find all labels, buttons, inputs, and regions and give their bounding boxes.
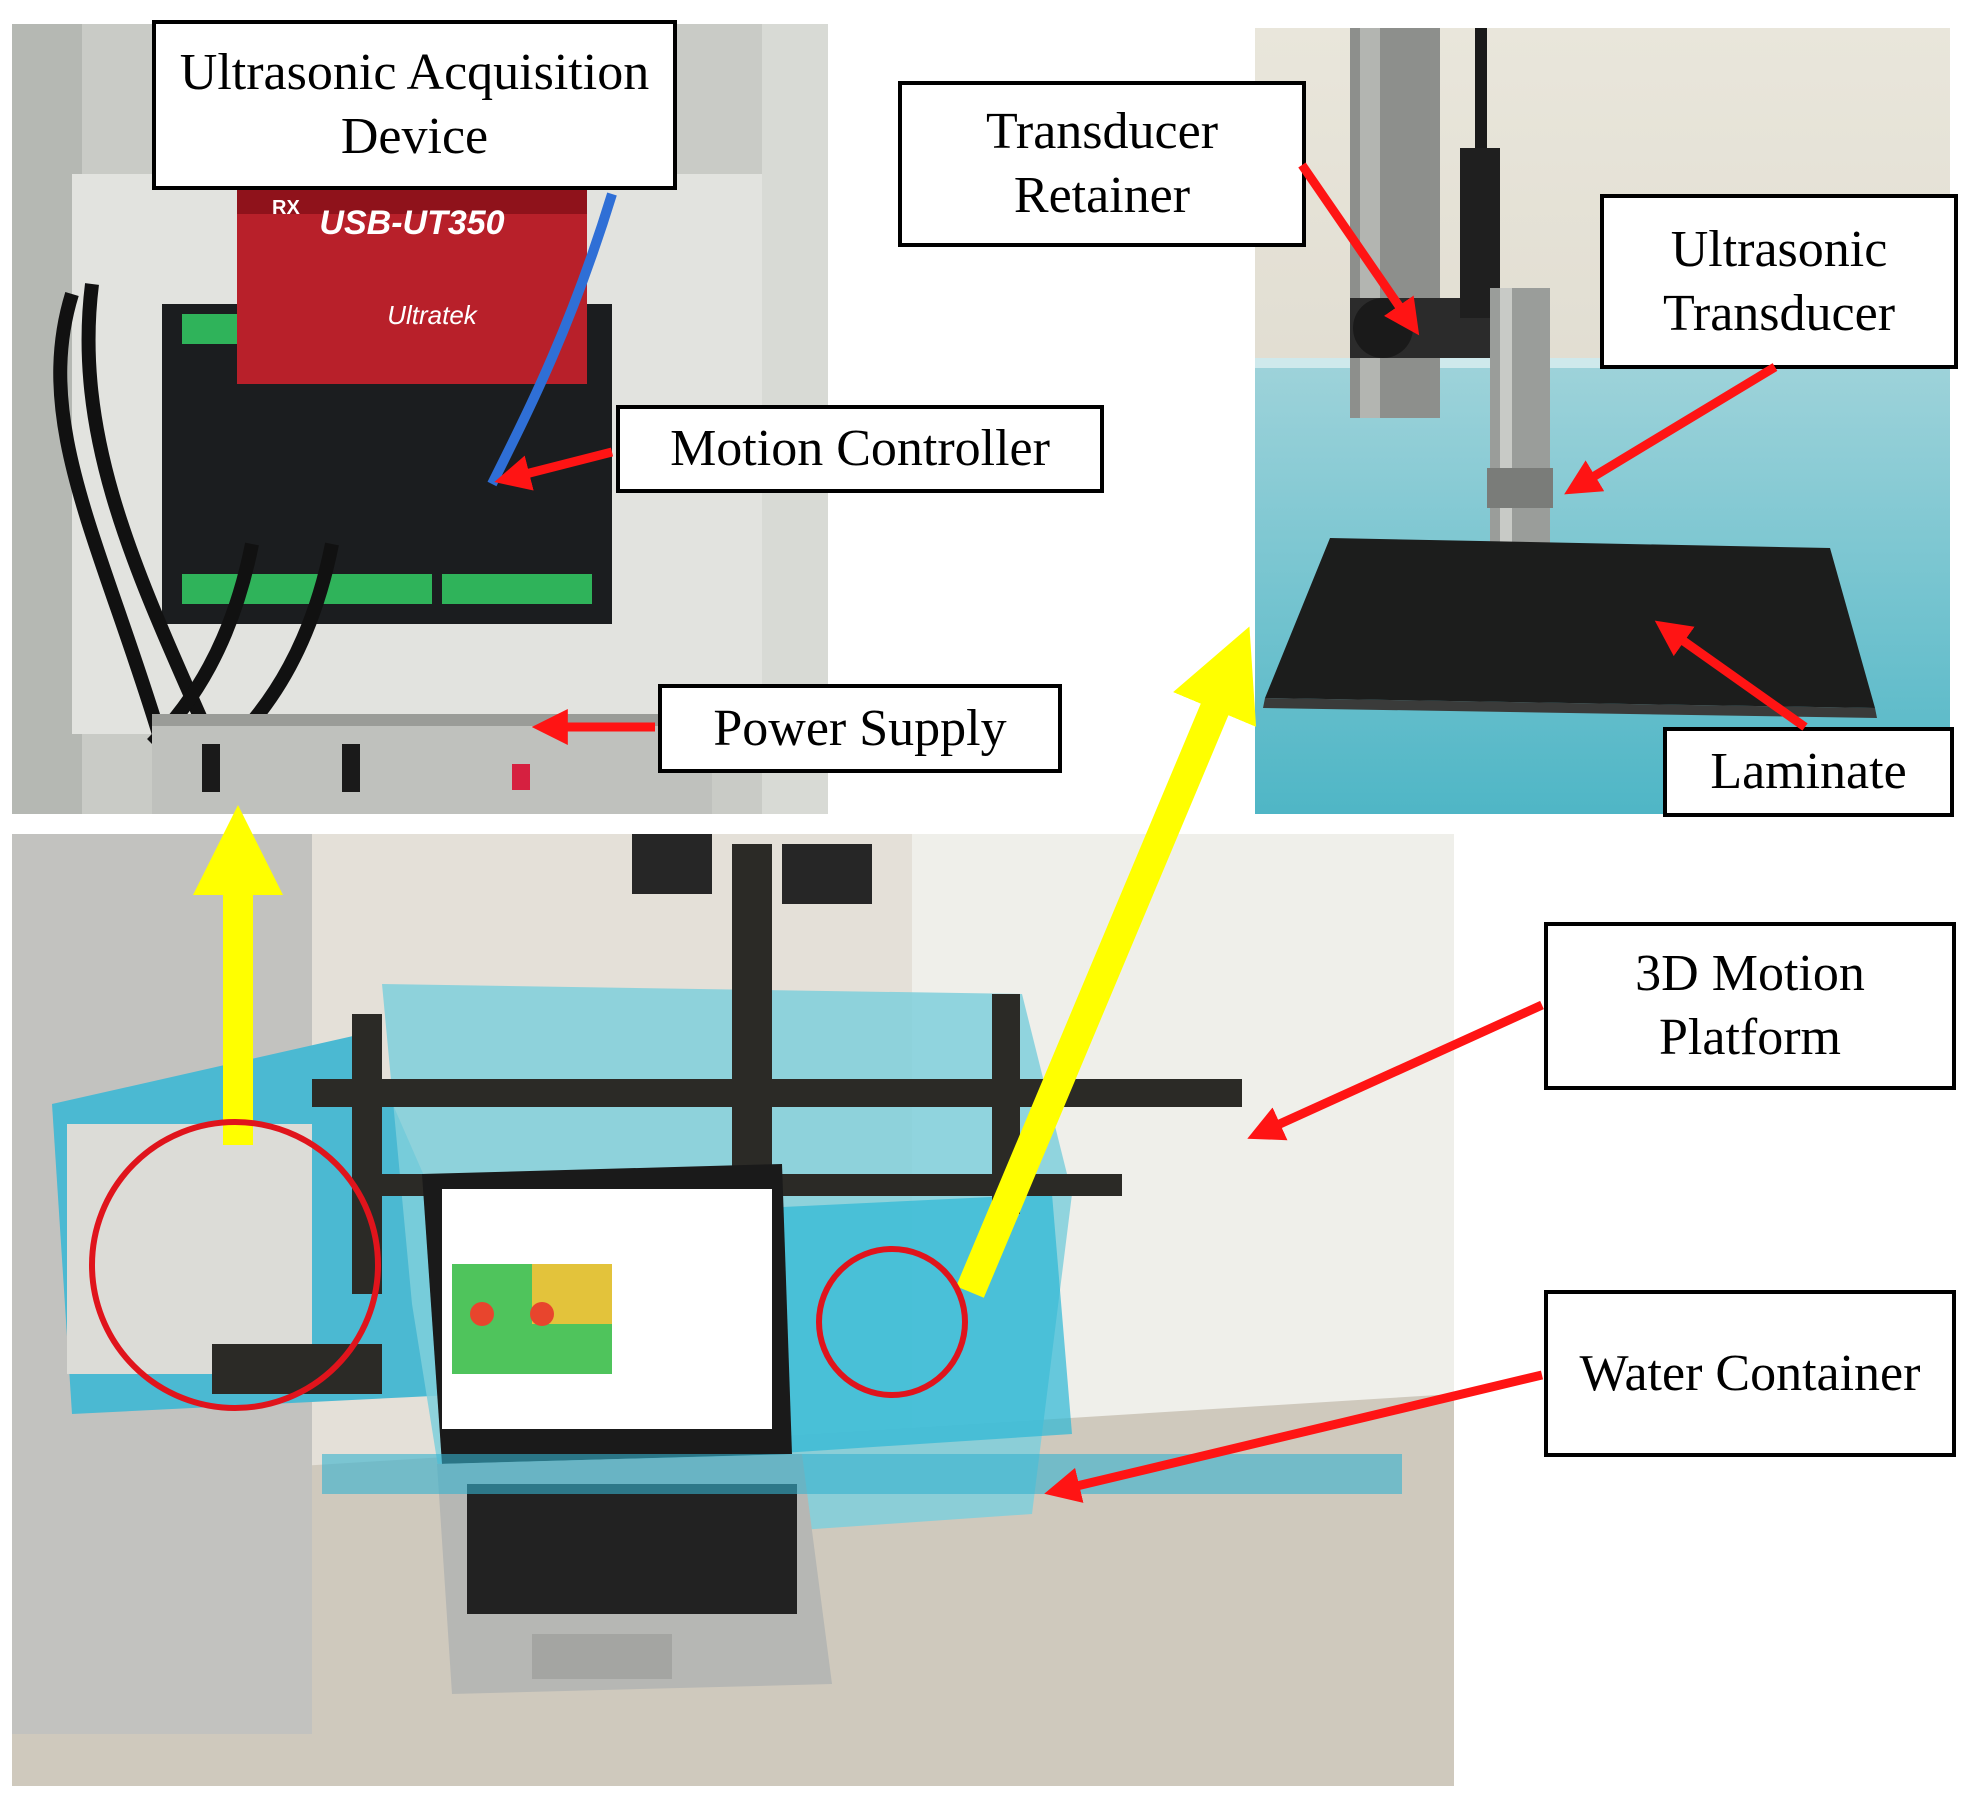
label-ultrasonic-transducer: Ultrasonic Transducer [1600, 194, 1958, 369]
photo-scanning-setup [12, 834, 1454, 1786]
label-power-supply: Power Supply [658, 684, 1062, 773]
device-model-text: USB-UT350 [319, 204, 504, 242]
photo-transducer-closeup [1255, 28, 1950, 814]
label-water-container: Water Container [1544, 1290, 1956, 1457]
label-motion-controller: Motion Controller [616, 405, 1104, 493]
label-transducer-retainer: Transducer Retainer [898, 81, 1306, 247]
photo-acquisition-cabinet: USB-UT350 RX Ultratek [12, 24, 828, 814]
label-laminate: Laminate [1663, 727, 1954, 817]
device-rx-text: RX [272, 197, 300, 219]
label-3d-motion-platform: 3D Motion Platform [1544, 922, 1956, 1090]
device-brand-text: Ultratek [387, 300, 479, 330]
label-ultrasonic-acquisition-device: Ultrasonic Acquisition Device [152, 20, 677, 190]
